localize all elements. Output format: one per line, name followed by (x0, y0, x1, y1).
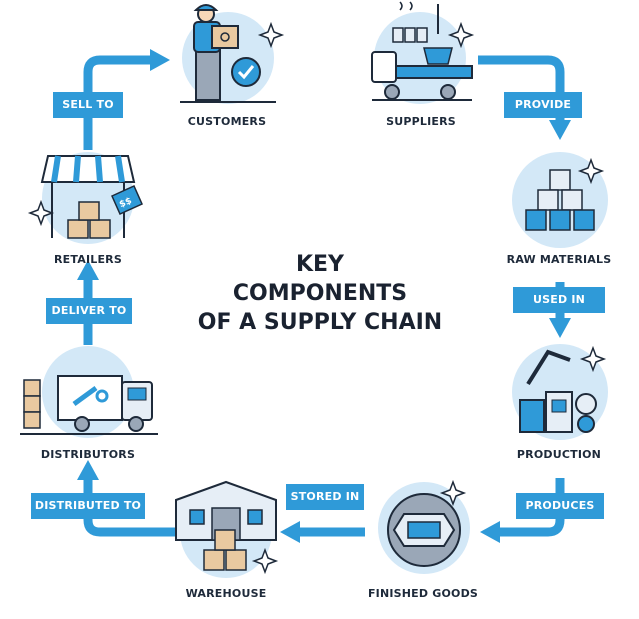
arrow-retailers-to-customers (83, 55, 150, 150)
node-label-production: PRODUCTION (516, 448, 602, 461)
arrowhead-distributors (77, 460, 99, 480)
node-label-distributors: DISTRIBUTORS (40, 448, 136, 461)
title-line-1: KEY (295, 252, 344, 277)
arrowhead-customers (150, 49, 170, 71)
retailers-icon: $$ (27, 152, 143, 244)
diagram-title: KEY COMPONENTS OF A SUPPLY CHAIN (180, 250, 460, 337)
arrow-warehouse-to-distributors (83, 480, 175, 537)
warehouse-icon (175, 480, 279, 578)
arrow-production-to-finished-goods (500, 478, 565, 537)
edge-label-used-in: USED IN (513, 287, 605, 313)
arrowhead-finished-goods (480, 521, 500, 543)
edge-label-stored-in: STORED IN (286, 484, 364, 510)
arrow-suppliers-to-raw-materials (478, 55, 565, 120)
suppliers-icon (371, 1, 475, 104)
edge-label-provide: PROVIDE (504, 92, 582, 118)
finished-goods-icon (378, 479, 470, 574)
node-label-raw-materials: RAW MATERIALS (506, 253, 612, 266)
arrowhead-warehouse (280, 521, 300, 543)
title-line-3: OF A SUPPLY CHAIN (197, 310, 443, 335)
edge-label-distributed-to: DISTRIBUTED TO (31, 493, 145, 519)
arrowhead-retailers (77, 260, 99, 280)
arrow-heads (77, 49, 571, 543)
raw-materials-icon (512, 152, 608, 248)
node-label-finished-goods: FINISHED GOODS (367, 587, 479, 600)
node-label-retailers: RETAILERS (54, 253, 122, 266)
edge-label-sell-to: SELL TO (53, 92, 123, 118)
node-label-warehouse: WAREHOUSE (185, 587, 267, 600)
title-line-2: COMPONENTS (232, 281, 408, 306)
distributors-icon (20, 346, 158, 438)
node-label-suppliers: SUPPLIERS (386, 115, 456, 128)
arrowhead-production (549, 318, 571, 338)
customers-icon (180, 4, 285, 104)
production-icon (512, 344, 608, 440)
node-label-customers: CUSTOMERS (187, 115, 267, 128)
retail-price-tag: $$ (118, 196, 133, 210)
edge-label-produces: PRODUCES (516, 493, 604, 519)
arrowhead-raw-materials (549, 120, 571, 140)
edge-label-deliver-to: DELIVER TO (46, 298, 132, 324)
